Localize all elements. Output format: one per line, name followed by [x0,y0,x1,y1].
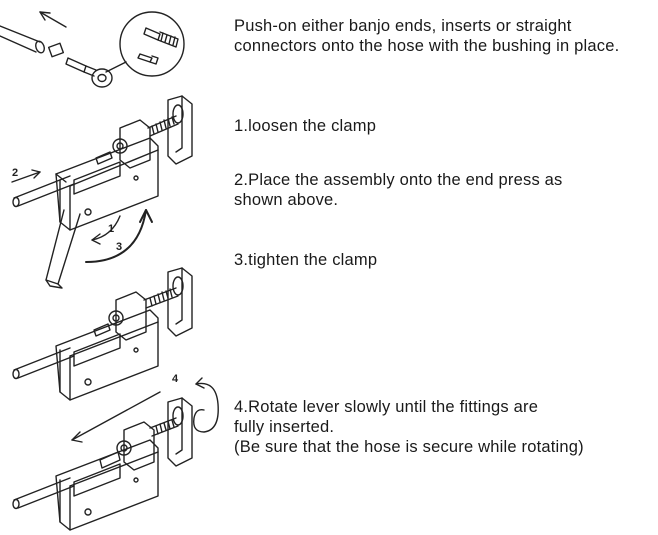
step-4-text: 4.Rotate lever slowly until the fittings… [234,398,584,456]
rotate-label: 4 [172,373,179,385]
step-2-text: 2.Place the assembly onto the end press … [234,171,563,209]
press-rotate-figure: 4 [12,373,219,531]
press-with-lever-figure: 2 1 3 [11,95,193,289]
lever-down-label: 1 [108,223,114,235]
intro-text: Push-on either banjo ends, inserts or st… [234,17,620,55]
step-3-text: 3.tighten the clamp [234,251,378,269]
lever-up-label: 3 [116,241,122,253]
step-1-text: 1.loosen the clamp [234,117,377,135]
push-arrow-label: 2 [12,167,18,179]
press-clamped-figure [12,267,193,401]
assembly-illustrations: 2 1 3 [0,11,219,531]
fittings-figure [0,11,185,88]
